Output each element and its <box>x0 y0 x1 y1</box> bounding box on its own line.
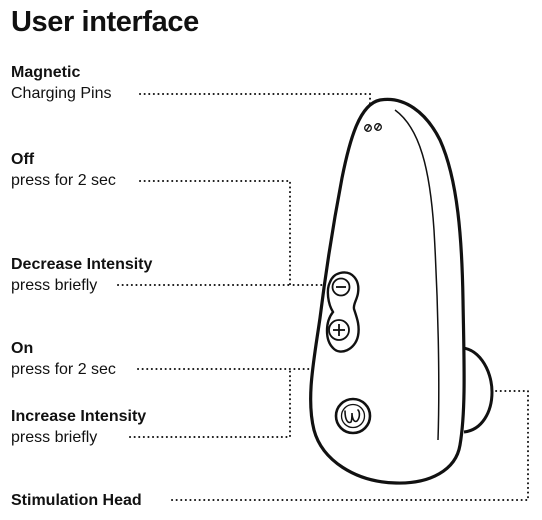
stimulation-leader <box>171 390 529 501</box>
on-leader <box>137 337 337 370</box>
charging-pins-leader <box>139 93 371 127</box>
increase-leader <box>129 368 291 438</box>
increase-intensity-label: Increase Intensity press briefly <box>11 406 146 448</box>
logo-icon <box>344 409 361 424</box>
off-sub: press for 2 sec <box>11 172 116 189</box>
on-label: On press for 2 sec <box>11 338 116 380</box>
off-label: Off press for 2 sec <box>11 149 116 191</box>
stimulation-head-heading: Stimulation Head <box>11 492 142 509</box>
charging-pins <box>364 123 382 132</box>
on-sub: press for 2 sec <box>11 361 116 378</box>
page-title: User interface <box>11 6 199 38</box>
on-heading: On <box>11 340 34 357</box>
increase-button[interactable] <box>328 319 350 341</box>
decrease-intensity-heading: Decrease Intensity <box>11 256 153 273</box>
charging-pins-heading: Magnetic <box>11 64 81 81</box>
device-inner-contour <box>394 109 440 441</box>
charging-pin-left <box>364 124 372 132</box>
stimulation-head-label: Stimulation Head <box>11 490 142 511</box>
device-body <box>309 97 466 485</box>
charging-pins-sub: Charging Pins <box>11 85 112 102</box>
charging-pins-label: Magnetic Charging Pins <box>11 62 112 104</box>
decrease-button[interactable] <box>331 277 351 297</box>
power-button[interactable] <box>334 397 372 435</box>
increase-intensity-sub: press briefly <box>11 429 98 446</box>
off-heading: Off <box>11 151 35 168</box>
decrease-intensity-sub: press briefly <box>11 277 98 294</box>
charging-pin-right <box>374 123 382 131</box>
increase-intensity-heading: Increase Intensity <box>11 408 147 425</box>
plus-icon <box>333 324 345 336</box>
decrease-intensity-label: Decrease Intensity press briefly <box>11 254 152 296</box>
off-leader <box>139 180 337 286</box>
